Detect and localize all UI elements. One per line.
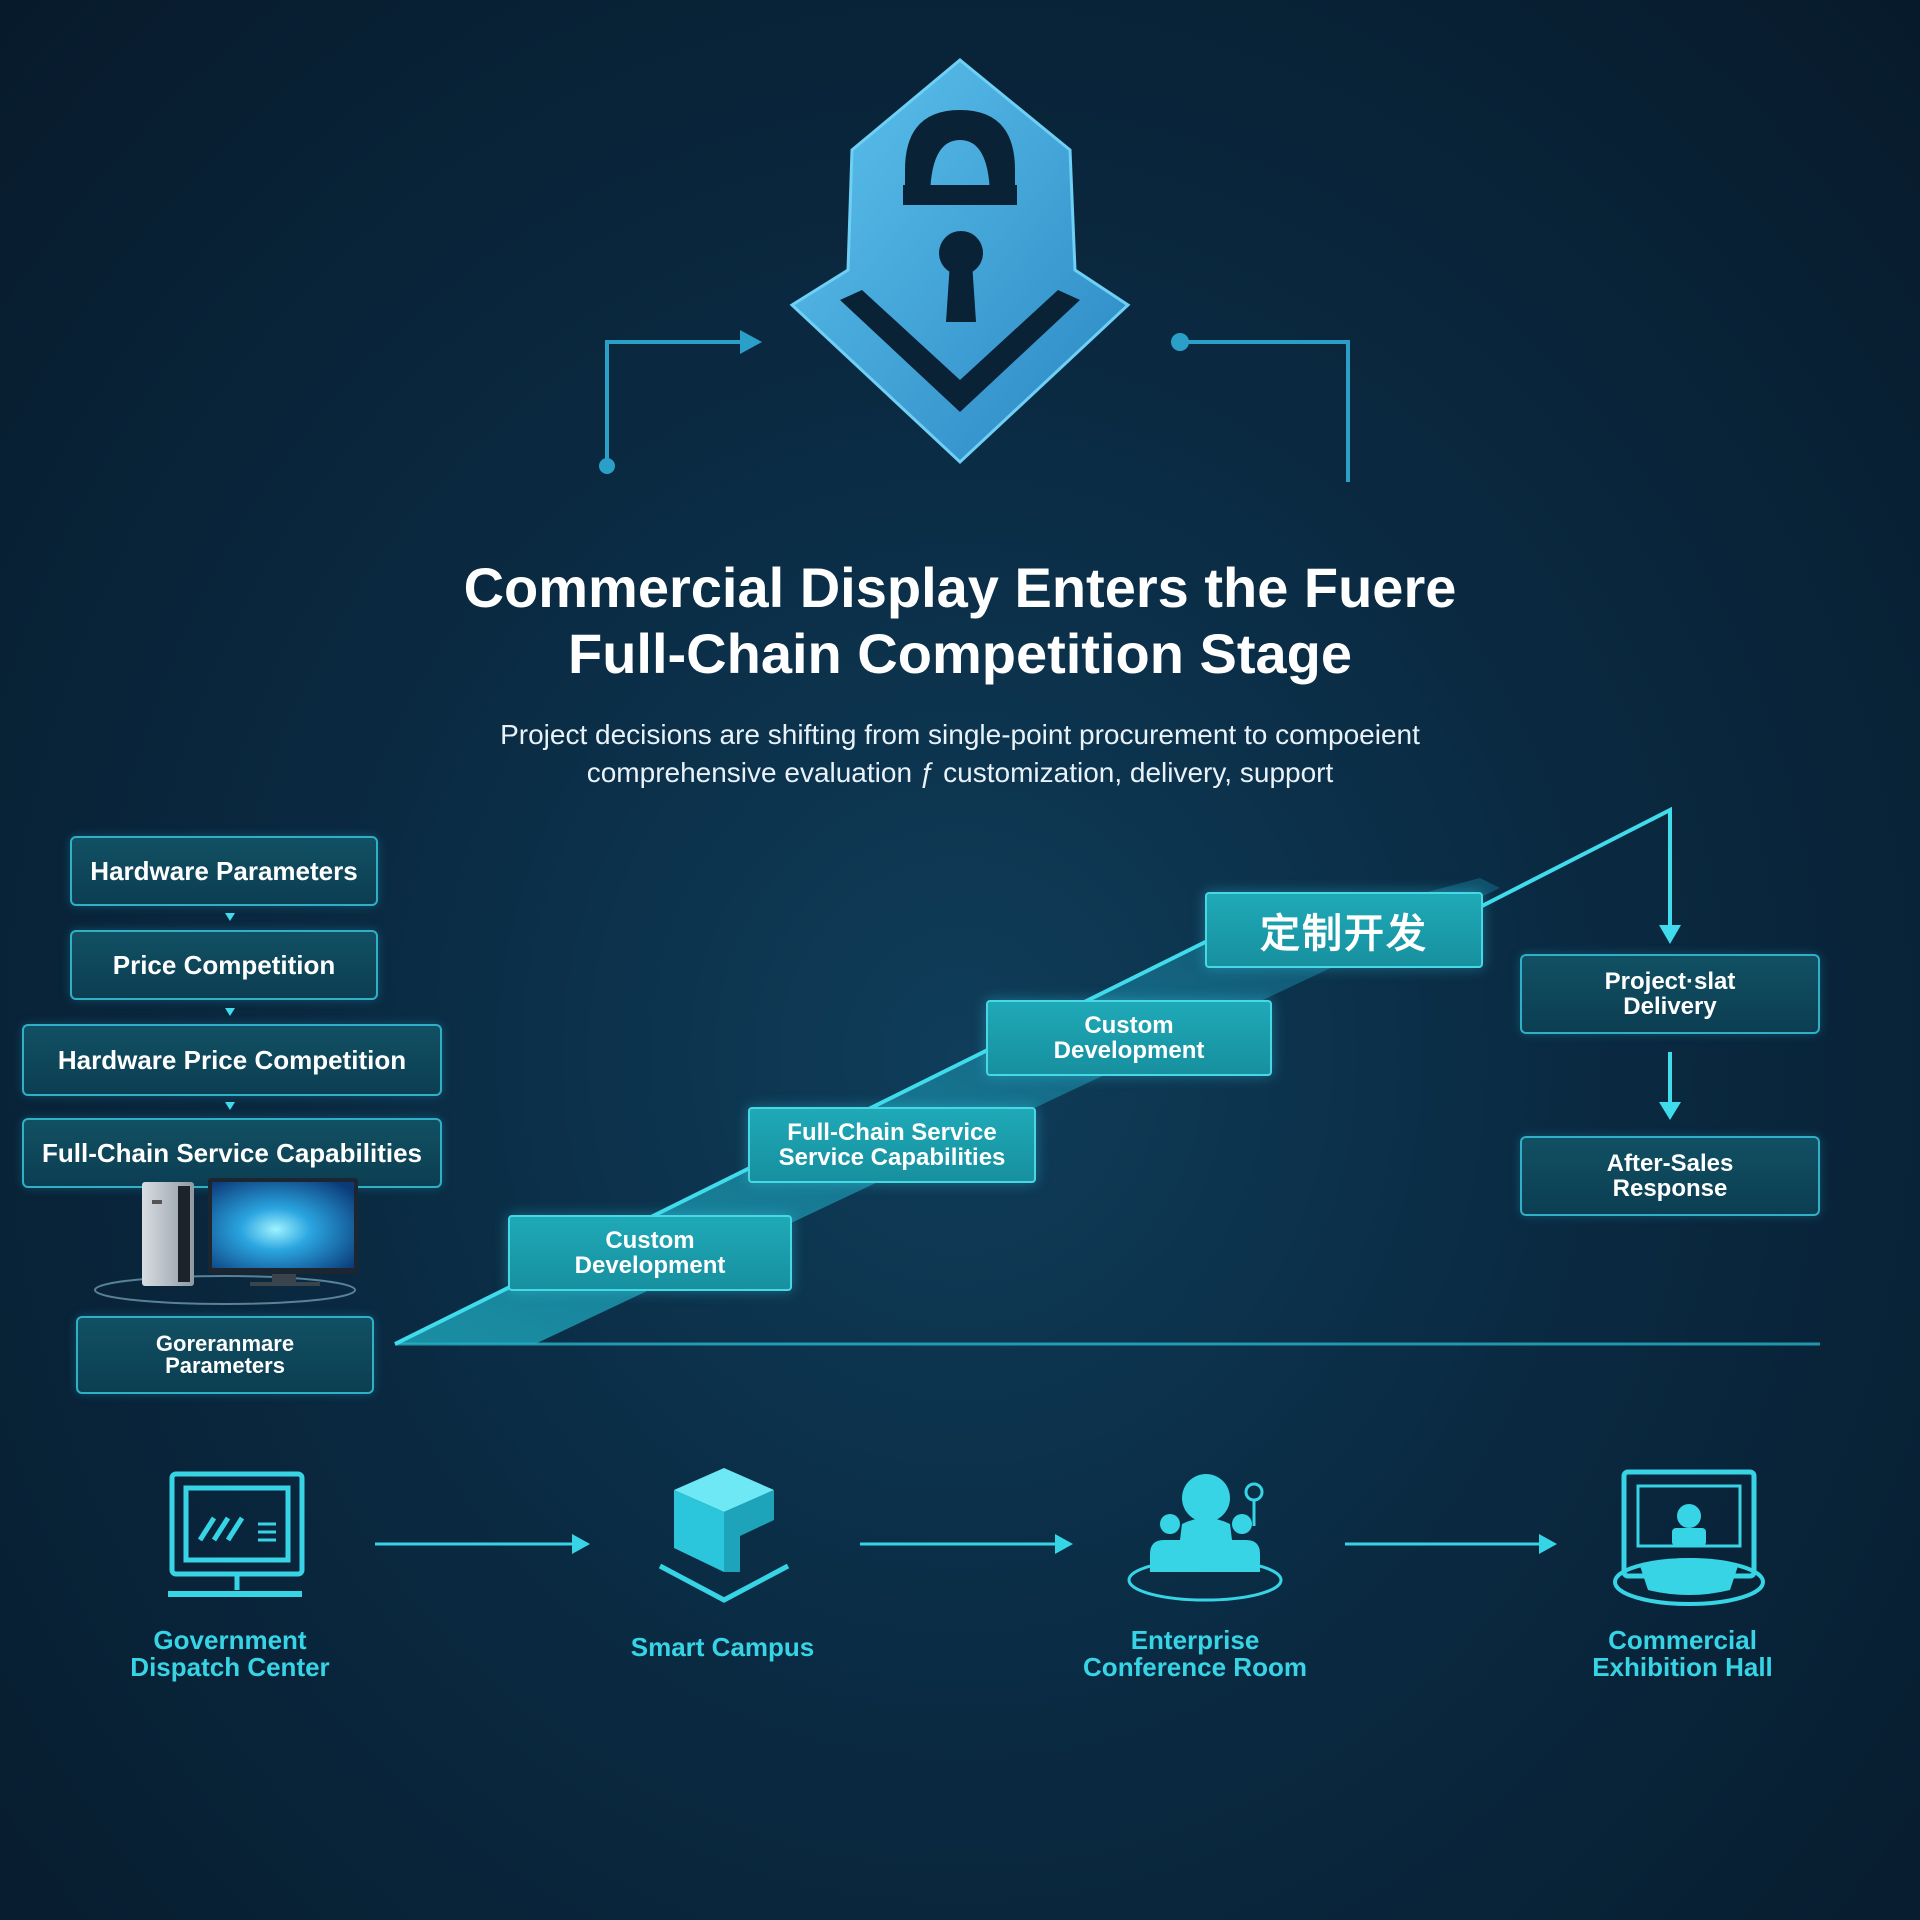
left-item-full-chain-service: Full-Chain Service Capabilities [22,1118,442,1188]
step-custom-development-cn: 定制开发 [1205,892,1483,968]
step-custom-development-2: Custom Development [986,1000,1272,1076]
left-connector-line [599,330,762,474]
title-line-1: Commercial Display Enters the Fuere [463,556,1457,619]
left-item-parameters: Goreranmare Parameters [76,1316,374,1394]
step-custom-development-1: Custom Development [508,1215,792,1291]
right-item-after-sales-response: After-Sales Response [1520,1136,1820,1216]
left-item-price-competition: Price Competition [70,930,378,1000]
left-item-hardware-price-competition: Hardware Price Competition [22,1024,442,1096]
exhibition-icon [1613,1469,1765,1606]
right-item-project-delivery: Project·slat Delivery [1520,954,1820,1034]
cube-icon [658,1468,790,1603]
hardware-illustration [94,1178,358,1305]
subtitle-line-1: Project decisions are shifting from sing… [500,719,1420,750]
right-connector-line [1171,333,1350,482]
title-line-2: Full-Chain Competition Stage [568,622,1352,685]
scenario-label-conference: Enterprise Conference Room [1083,1625,1307,1682]
scenario-arrow-3 [1345,1534,1557,1554]
meeting-icon [1127,1474,1283,1602]
page-title: Commercial Display Enters the Fuere Full… [260,555,1660,687]
subtitle-line-2: comprehensive evaluation ƒ customization… [586,757,1334,788]
monitor-icon [168,1471,305,1597]
scenario-label-government: Government Dispatch Center [130,1625,330,1682]
step-full-chain-service: Full-Chain Service Service Capabilities [748,1107,1036,1183]
left-item-hardware-parameters: Hardware Parameters [70,836,378,906]
pc-tower-icon [142,1182,194,1286]
lock-icon [789,58,1131,465]
monitor-display-icon [208,1178,358,1286]
scenario-label-exhibition: Commercial Exhibition Hall [1592,1625,1773,1682]
scenario-label-campus: Smart Campus [630,1632,815,1662]
scenario-arrow-1 [375,1534,590,1554]
scenario-arrow-2 [860,1534,1073,1554]
page-subtitle: Project decisions are shifting from sing… [260,716,1660,792]
